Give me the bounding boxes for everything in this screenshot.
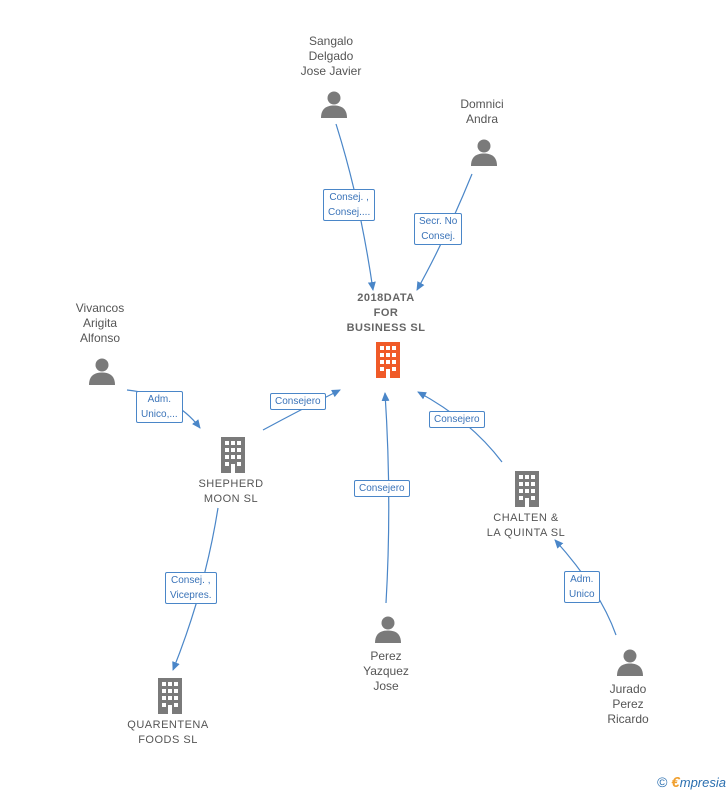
- node-sangalo-label[interactable]: Sangalo Delgado Jose Javier: [281, 34, 381, 79]
- label-line: SHEPHERD: [198, 478, 264, 490]
- edge-shepherd-main: [262, 389, 341, 431]
- node-domnici-label[interactable]: Domnici Andra: [432, 97, 532, 127]
- label-line: Andra: [465, 112, 499, 126]
- label-line: Jose Javier: [300, 64, 362, 78]
- edge-label-chalten-main[interactable]: Consejero: [429, 411, 485, 428]
- label-line: Delgado: [308, 49, 354, 63]
- label-line: Perez: [370, 649, 402, 663]
- node-vivancos-label[interactable]: Vivancos Arigita Alfonso: [50, 301, 150, 346]
- label-line: Alfonso: [79, 331, 121, 345]
- label-line: FOODS SL: [138, 734, 198, 746]
- edge-label-line: Unico: [569, 589, 595, 600]
- edge-label-line: Consejero: [275, 396, 321, 407]
- edge-label-line: Consejero: [434, 414, 480, 425]
- building-icon[interactable]: [221, 437, 245, 473]
- label-line: FOR: [373, 307, 399, 319]
- edge-label-sangalo-main[interactable]: Consej. , Consej....: [323, 189, 376, 221]
- building-icon[interactable]: [515, 471, 539, 507]
- node-shepherd-label[interactable]: SHEPHERD MOON SL: [176, 477, 286, 507]
- label-line: QUARENTENA: [127, 719, 209, 731]
- label-line: Arigita: [82, 316, 117, 330]
- person-icon[interactable]: [89, 358, 115, 386]
- edge-label-domnici-main[interactable]: Secr. No Consej.: [414, 213, 463, 245]
- label-line: Perez: [612, 697, 644, 711]
- edge-label-line: Consej....: [328, 207, 371, 218]
- edge-perez-main: [381, 392, 390, 604]
- edge-label-vivancos-shepherd[interactable]: Adm. Unico,...: [136, 391, 183, 423]
- label-line: BUSINESS SL: [346, 322, 426, 334]
- edge-label-line: Consej. ,: [329, 192, 369, 203]
- person-icon[interactable]: [617, 649, 643, 677]
- label-line: LA QUINTA SL: [486, 527, 566, 539]
- node-quarentena-label[interactable]: QUARENTENA FOODS SL: [108, 718, 228, 748]
- edge-label-shepherd-quarentena[interactable]: Consej. , Vicepres.: [165, 572, 217, 604]
- node-perez-label[interactable]: Perez Yazquez Jose: [336, 649, 436, 694]
- label-line: Yazquez: [363, 664, 409, 678]
- label-line: CHALTEN &: [493, 512, 559, 524]
- person-icon[interactable]: [471, 139, 497, 167]
- brand-logo-letter: €: [671, 774, 680, 791]
- edge-label-perez-main[interactable]: Consejero: [354, 480, 410, 497]
- brand-footer[interactable]: ©€mpresia: [657, 774, 726, 791]
- node-jurado-label[interactable]: Jurado Perez Ricardo: [578, 682, 678, 727]
- edge-label-line: Adm.: [147, 394, 172, 405]
- label-line: 2018DATA: [357, 292, 415, 304]
- label-line: Domnici: [460, 97, 504, 111]
- label-line: Ricardo: [607, 712, 649, 726]
- edge-label-jurado-chalten[interactable]: Adm. Unico: [564, 571, 600, 603]
- label-line: Sangalo: [308, 34, 354, 48]
- brand-name: mpresia: [679, 775, 726, 790]
- building-icon[interactable]: [376, 342, 400, 378]
- label-line: Jose: [373, 679, 399, 693]
- building-icon[interactable]: [158, 678, 182, 714]
- label-line: MOON SL: [203, 493, 259, 505]
- edge-label-line: Consej. ,: [171, 575, 211, 586]
- edge-label-line: Adm.: [570, 574, 594, 585]
- node-main-label[interactable]: 2018DATA FOR BUSINESS SL: [326, 291, 446, 336]
- copyright-symbol: ©: [657, 774, 668, 790]
- person-icon[interactable]: [321, 91, 347, 119]
- edge-label-line: Consejero: [359, 483, 405, 494]
- node-chalten-label[interactable]: CHALTEN & LA QUINTA SL: [466, 511, 586, 541]
- edge-label-shepherd-main[interactable]: Consejero: [270, 393, 326, 410]
- edge-label-line: Unico,...: [141, 409, 178, 420]
- edge-label-line: Secr. No: [419, 216, 458, 227]
- label-line: Jurado: [609, 682, 647, 696]
- person-icon[interactable]: [375, 616, 401, 644]
- edge-label-line: Consej.: [421, 231, 456, 242]
- label-line: Vivancos: [75, 301, 125, 315]
- edge-label-line: Vicepres.: [170, 590, 212, 601]
